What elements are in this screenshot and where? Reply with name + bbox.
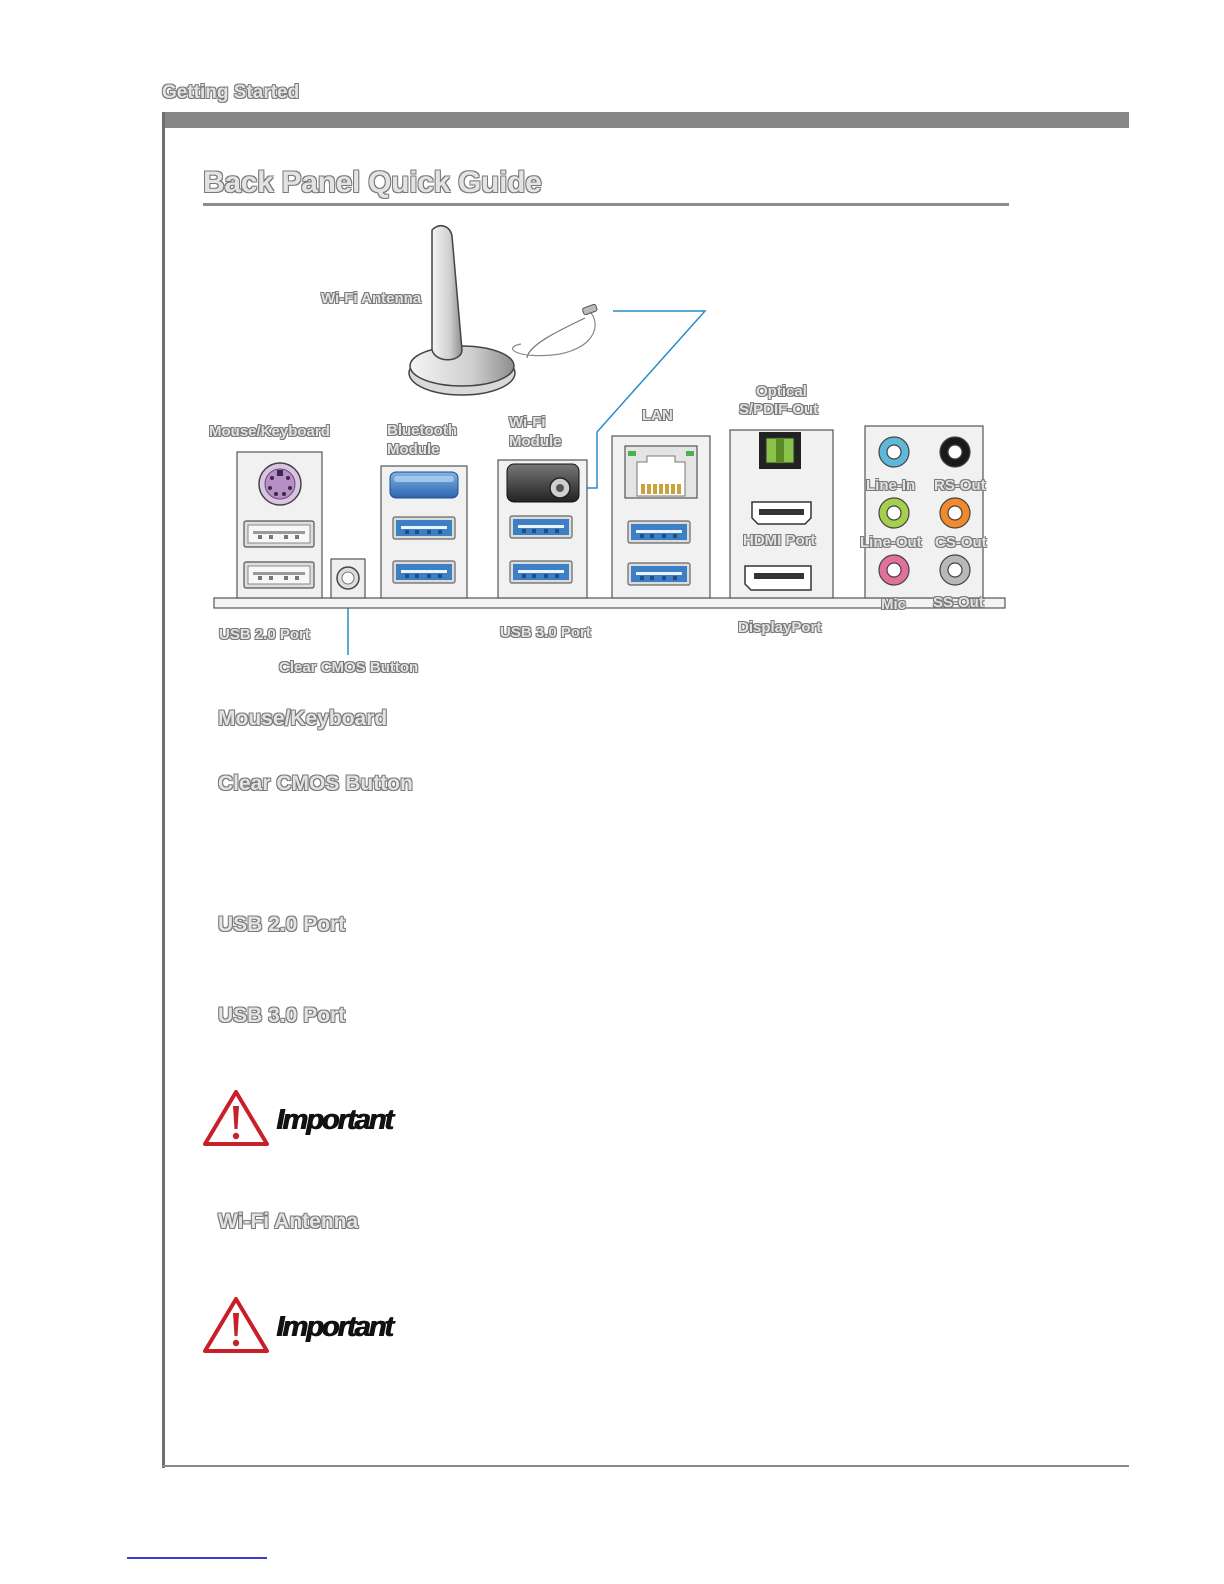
label-wifi: Wi-Fi (509, 414, 546, 431)
label-mouse-keyboard: Mouse/Keyboard (209, 423, 330, 440)
header-bar (163, 112, 1129, 128)
audio-jacks-block (864, 425, 984, 599)
page-title: Back Panel Quick Guide (203, 166, 542, 199)
footer-link-underline[interactable] (127, 1557, 267, 1559)
label-hdmi: HDMI Port (743, 532, 816, 549)
important-label: Important (276, 1311, 394, 1343)
label-line-out: Line-Out (860, 534, 922, 551)
video-optical-block (729, 429, 834, 599)
lan-usb3-block (611, 435, 711, 599)
label-ss-out: SS-Out (933, 594, 984, 611)
label-wifi-module: Module (509, 433, 562, 450)
warning-icon (203, 1090, 269, 1146)
warning-icon (203, 1297, 269, 1353)
label-bluetooth: Bluetooth (387, 422, 457, 439)
ps2-usb2-block (236, 451, 323, 599)
back-panel-diagram (213, 225, 1006, 655)
label-usb30: USB 3.0 Port (500, 624, 591, 641)
bluetooth-usb3-block (380, 465, 468, 599)
label-usb20: USB 2.0 Port (219, 626, 310, 643)
label-line-in: Line-In (866, 477, 916, 494)
label-cs-out: CS-Out (935, 534, 987, 551)
section-label: Getting Started (162, 82, 300, 103)
label-wifi-antenna: Wi-Fi Antenna (321, 290, 422, 307)
wifi-module-usb3-block (497, 459, 588, 599)
heading-clear-cmos: Clear CMOS Button (218, 772, 413, 795)
left-border (162, 112, 165, 1468)
clear-cmos-button-icon (330, 558, 366, 599)
label-displayport: DisplayPort (738, 619, 822, 636)
important-label: Important (276, 1104, 394, 1136)
label-optical: Optical (756, 383, 807, 400)
wifi-antenna-icon (408, 225, 598, 396)
label-mic: Mic (881, 596, 907, 613)
label-bluetooth-module: Module (387, 441, 440, 458)
footer-rule (162, 1465, 1129, 1467)
heading-usb30: USB 3.0 Port (218, 1004, 346, 1027)
heading-mouse-keyboard: Mouse/Keyboard (218, 707, 388, 730)
label-clear-cmos: Clear CMOS Button (279, 659, 419, 676)
label-spdif-out: S/PDIF-Out (739, 401, 819, 418)
label-lan: LAN (642, 407, 673, 424)
heading-wifi-antenna: Wi-Fi Antenna (218, 1210, 359, 1233)
title-underline (203, 203, 1009, 206)
heading-usb20: USB 2.0 Port (218, 913, 346, 936)
label-rs-out: RS-Out (934, 477, 986, 494)
